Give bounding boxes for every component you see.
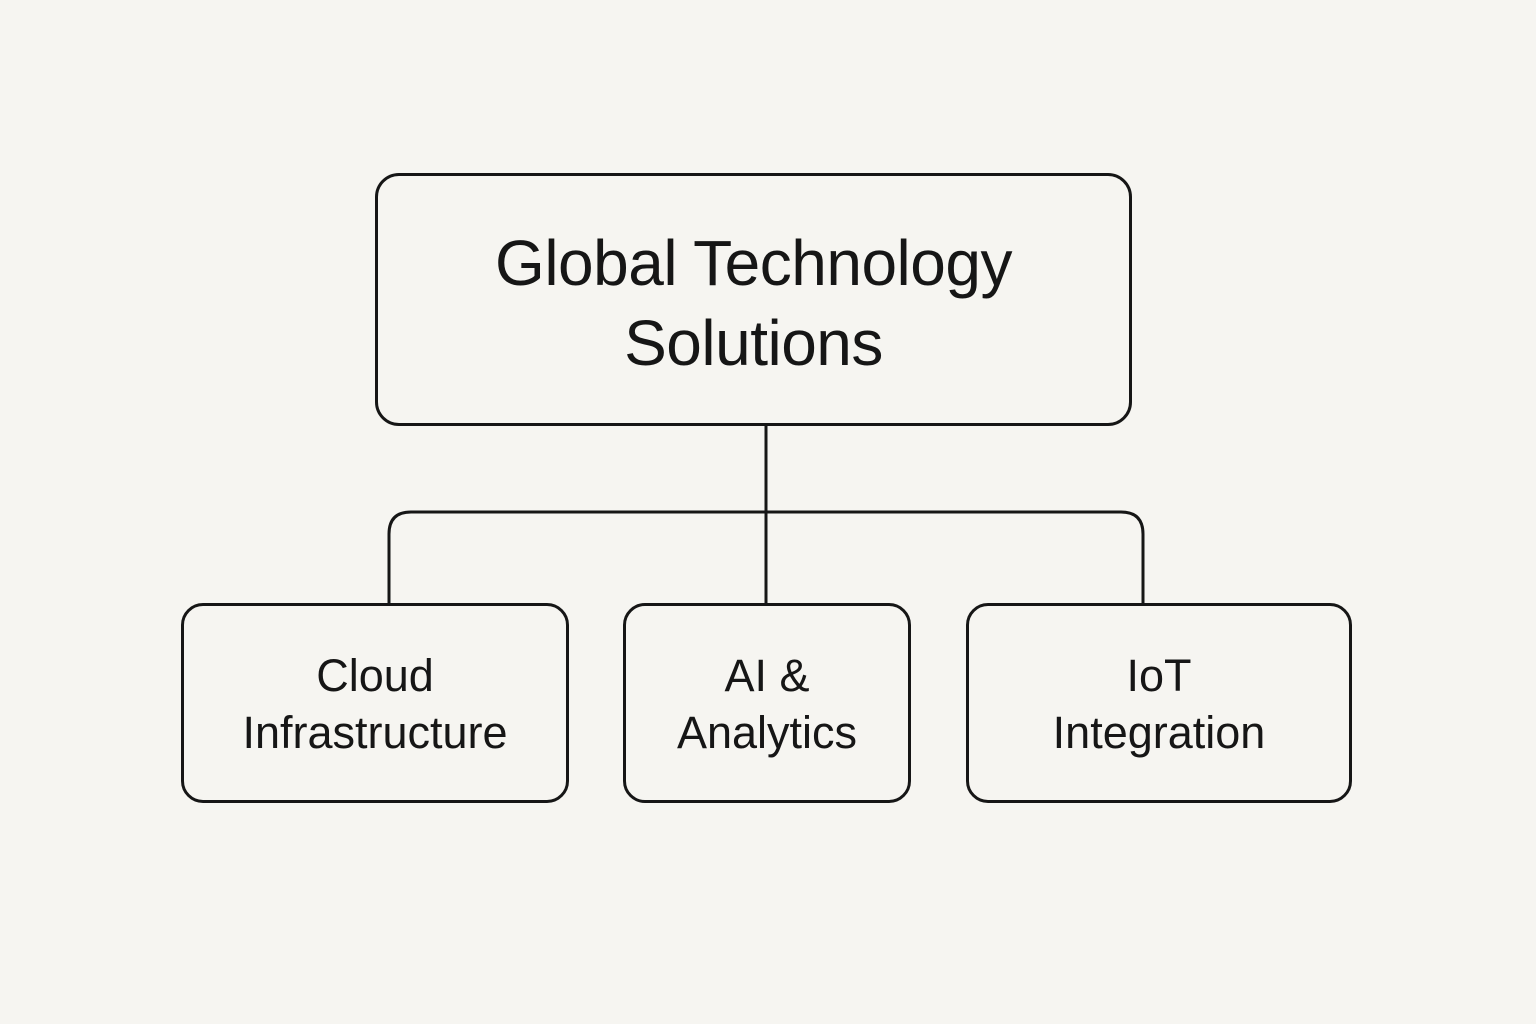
child-node-cloud-infrastructure: Cloud Infrastructure xyxy=(181,603,569,803)
root-node-title-line1: Global Technology xyxy=(495,226,1012,299)
child-node-label-line2: Integration xyxy=(1052,707,1266,758)
child-node-label-line2: Analytics xyxy=(676,707,858,758)
child-node-iot-integration: IoT Integration xyxy=(966,603,1352,803)
child-node-label-line1: AI & xyxy=(724,650,810,701)
child-node-label-line1: Cloud xyxy=(316,650,434,701)
child-node-ai-analytics: AI & Analytics xyxy=(623,603,911,803)
root-node: Global Technology Solutions xyxy=(375,173,1132,426)
child-node-label-line2: Infrastructure xyxy=(242,707,508,758)
child-node-label-line1: IoT xyxy=(1126,650,1192,701)
root-node-title-line2: Solutions xyxy=(624,306,883,379)
